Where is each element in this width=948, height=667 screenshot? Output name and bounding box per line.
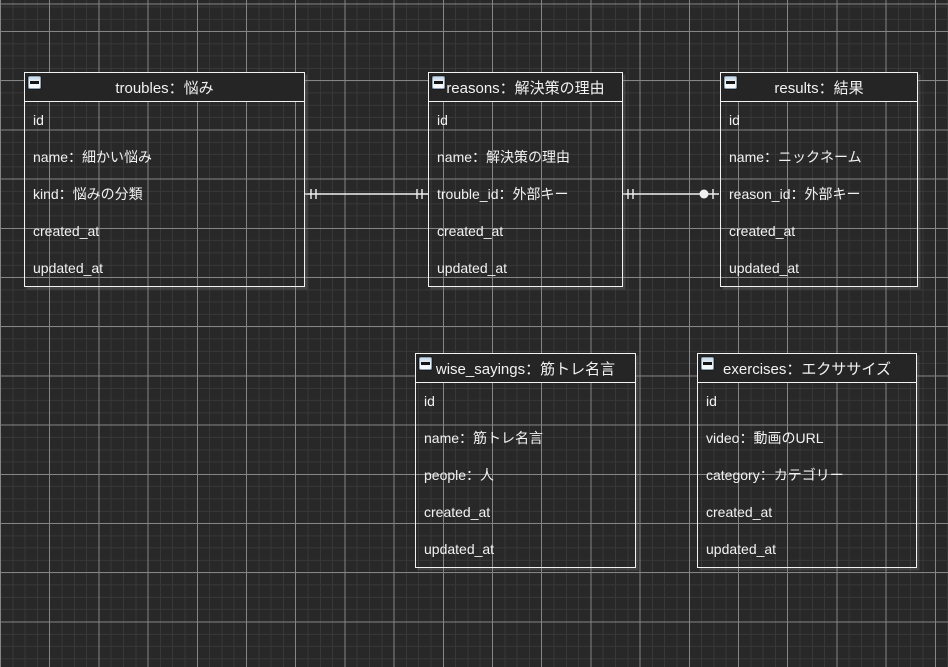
- entity-reasons[interactable]: reasons：解決策の理由 id name：解決策の理由 trouble_id…: [428, 72, 623, 287]
- field-row[interactable]: created_at: [437, 222, 504, 239]
- collapse-minus-icon[interactable]: [701, 357, 714, 370]
- field-row[interactable]: id: [33, 112, 44, 129]
- entity-exercises-rows: id video：動画のURL category：カテゴリー created_a…: [698, 383, 916, 567]
- field-row[interactable]: kind：悩みの分類: [33, 185, 143, 202]
- entity-title: troubles：悩み: [115, 79, 214, 97]
- entity-results[interactable]: results：結果 id name：ニックネーム reason_id：外部キー…: [720, 72, 918, 287]
- field-row[interactable]: id: [424, 393, 435, 410]
- field-row[interactable]: trouble_id：外部キー: [437, 185, 569, 202]
- entity-wise-sayings[interactable]: wise_sayings：筋トレ名言 id name：筋トレ名言 people：…: [415, 353, 636, 568]
- collapse-minus-icon[interactable]: [724, 76, 737, 89]
- entity-title: wise_sayings：筋トレ名言: [435, 360, 616, 378]
- entity-troubles[interactable]: troubles：悩み id name：細かい悩み kind：悩みの分類 cre…: [24, 72, 305, 287]
- entity-reasons-header[interactable]: reasons：解決策の理由: [429, 73, 622, 102]
- collapse-minus-icon[interactable]: [28, 76, 41, 89]
- field-row[interactable]: name：解決策の理由: [437, 149, 571, 166]
- field-row[interactable]: category：カテゴリー: [706, 466, 844, 483]
- field-row[interactable]: created_at: [706, 503, 773, 520]
- field-row[interactable]: id: [729, 112, 740, 129]
- entity-results-rows: id name：ニックネーム reason_id：外部キー created_at…: [721, 102, 917, 286]
- entity-wise-sayings-header[interactable]: wise_sayings：筋トレ名言: [416, 354, 635, 383]
- entity-title: results：結果: [774, 79, 864, 97]
- field-row[interactable]: updated_at: [33, 259, 104, 276]
- field-row[interactable]: updated_at: [729, 259, 800, 276]
- collapse-minus-icon[interactable]: [419, 357, 432, 370]
- entity-exercises[interactable]: exercises：エクササイズ id video：動画のURL categor…: [697, 353, 917, 568]
- field-row[interactable]: updated_at: [706, 540, 777, 557]
- field-row[interactable]: name：細かい悩み: [33, 149, 153, 166]
- field-row[interactable]: name：ニックネーム: [729, 149, 862, 166]
- relationship-reasons-results[interactable]: [623, 189, 719, 199]
- field-row[interactable]: id: [437, 112, 448, 129]
- field-row[interactable]: id: [706, 393, 717, 410]
- field-row[interactable]: updated_at: [424, 540, 495, 557]
- relationship-troubles-reasons[interactable]: [305, 189, 428, 199]
- entity-troubles-header[interactable]: troubles：悩み: [25, 73, 304, 102]
- entity-wise-sayings-rows: id name：筋トレ名言 people：人 created_at update…: [416, 383, 635, 567]
- entity-results-header[interactable]: results：結果: [721, 73, 917, 102]
- entity-exercises-header[interactable]: exercises：エクササイズ: [698, 354, 916, 383]
- field-row[interactable]: updated_at: [437, 259, 508, 276]
- field-row[interactable]: video：動画のURL: [706, 430, 824, 447]
- collapse-minus-icon[interactable]: [432, 76, 445, 89]
- field-row[interactable]: created_at: [33, 222, 100, 239]
- field-row[interactable]: created_at: [729, 222, 796, 239]
- entity-title: exercises：エクササイズ: [723, 360, 891, 378]
- field-row[interactable]: name：筋トレ名言: [424, 430, 544, 447]
- entity-reasons-rows: id name：解決策の理由 trouble_id：外部キー created_a…: [429, 102, 622, 286]
- entity-title: reasons：解決策の理由: [446, 79, 605, 97]
- field-row[interactable]: reason_id：外部キー: [729, 185, 861, 202]
- entity-troubles-rows: id name：細かい悩み kind：悩みの分類 created_at upda…: [25, 102, 304, 286]
- field-row[interactable]: created_at: [424, 503, 491, 520]
- field-row[interactable]: people：人: [424, 466, 495, 483]
